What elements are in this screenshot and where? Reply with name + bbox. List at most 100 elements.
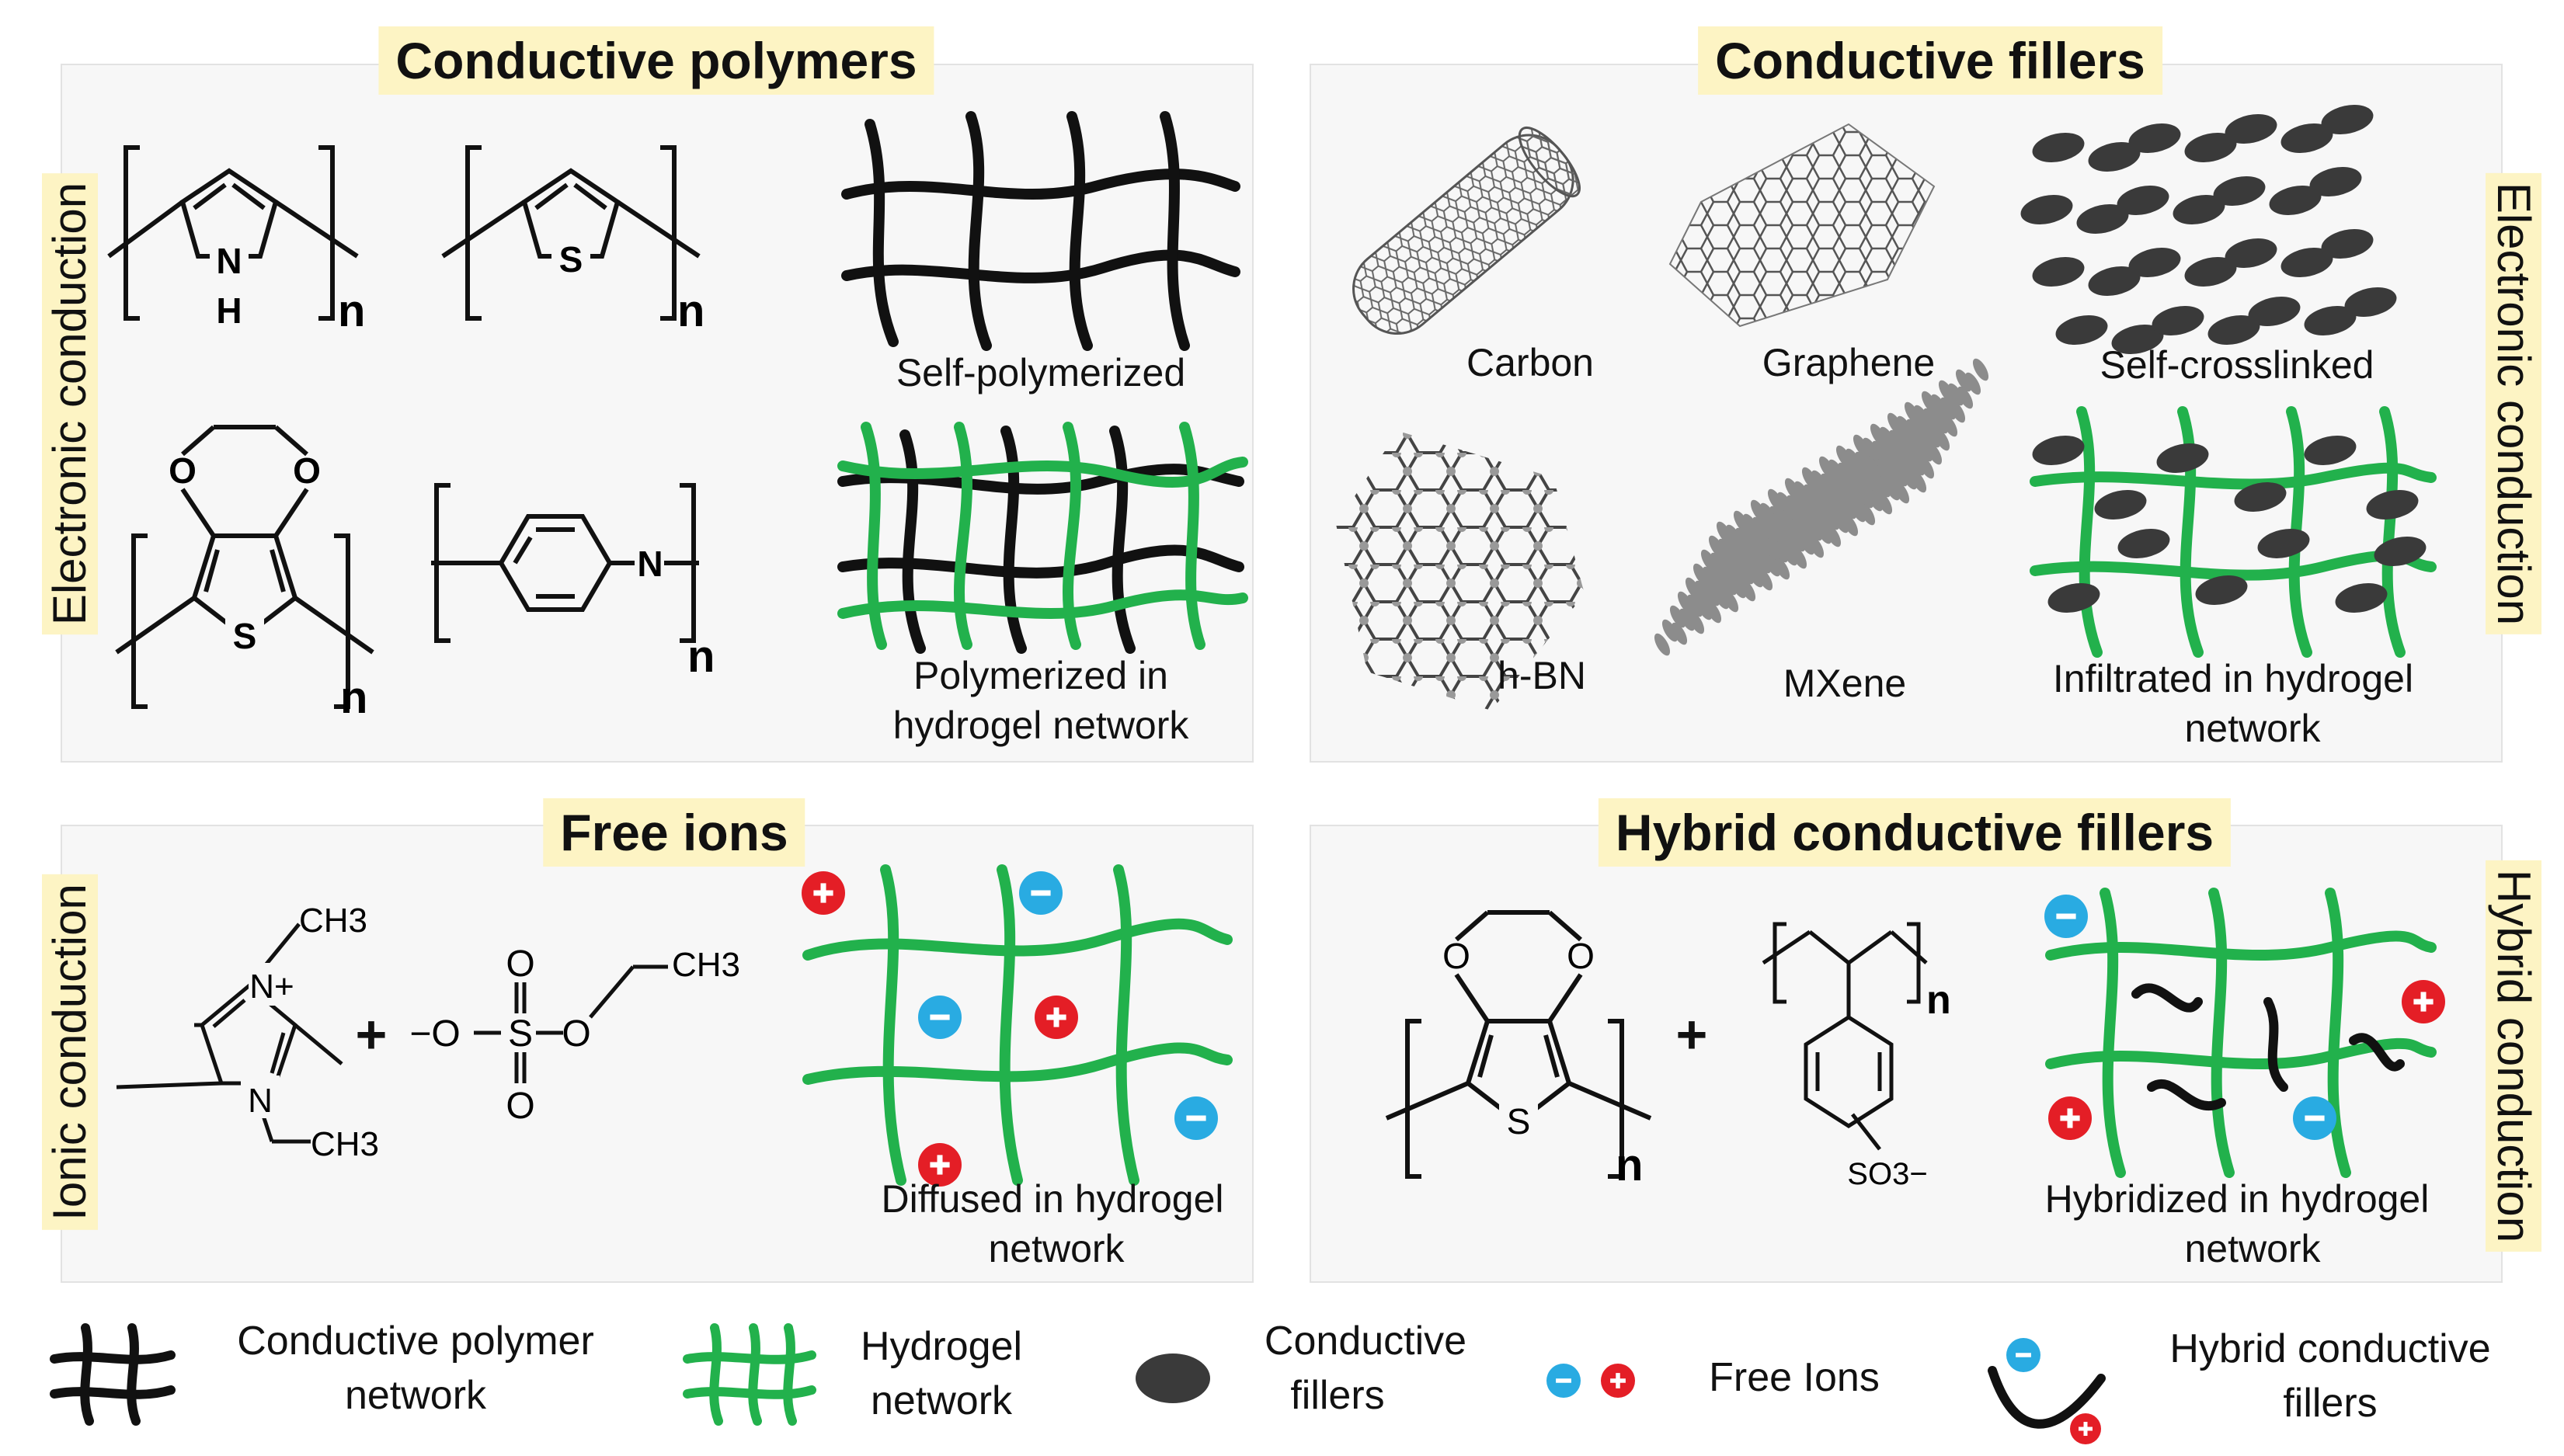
mxene-flake bbox=[1717, 538, 1734, 561]
mxene-flake bbox=[1770, 523, 1787, 546]
mxene-flake bbox=[1803, 484, 1820, 507]
filler-particle bbox=[2047, 583, 2100, 613]
mxene-flake bbox=[1781, 543, 1798, 566]
mxene-flake bbox=[1932, 411, 1949, 434]
mxene-flake bbox=[1870, 423, 1887, 447]
hybridized-network bbox=[2044, 888, 2445, 1178]
mxene-flake bbox=[1686, 594, 1703, 617]
mxene-flake bbox=[1820, 473, 1837, 496]
anion-icon bbox=[1019, 871, 1063, 915]
mxene-flake bbox=[1806, 518, 1823, 541]
filler-particle bbox=[2128, 123, 2181, 153]
mxene-flake bbox=[1720, 572, 1738, 596]
filler-particle bbox=[2156, 443, 2209, 473]
pss-structure: n SO3− bbox=[1762, 922, 1951, 1191]
mxene-flake bbox=[1829, 476, 1846, 499]
plus-sign: + bbox=[1675, 1004, 1708, 1065]
mxene-flake bbox=[1736, 544, 1753, 568]
cation-icon bbox=[1035, 996, 1078, 1039]
side-label-ionic: Ionic conduction bbox=[42, 874, 98, 1230]
mxene-flake bbox=[1921, 391, 1938, 414]
anion-icon bbox=[2006, 1338, 2040, 1372]
legend-hydrogel-label-1: Hydrogel bbox=[860, 1324, 1023, 1369]
mxene-flake bbox=[1859, 502, 1876, 526]
mxene-flake bbox=[1693, 563, 1710, 586]
polyaniline-structure: N n bbox=[431, 483, 715, 682]
repeat-index: n bbox=[687, 631, 715, 682]
filler-particle bbox=[2321, 105, 2374, 134]
mxene-flake bbox=[1787, 512, 1804, 535]
legend-cp-label-1: Conductive polymer bbox=[237, 1319, 594, 1364]
panel-title-hybrid-fillers: Hybrid conductive fillers bbox=[1598, 798, 2232, 867]
self-crosslinked-fillers bbox=[2020, 105, 2397, 354]
caption-diffused-network: network bbox=[988, 1227, 1125, 1270]
legend-filler-label-1: Conductive bbox=[1264, 1319, 1467, 1364]
mxene-flake bbox=[1857, 485, 1874, 509]
mxene-flake bbox=[1871, 440, 1888, 464]
mxene-flake bbox=[1811, 470, 1828, 493]
caption-self-crosslinked: Self-crosslinked bbox=[2100, 343, 2374, 387]
mxene-flake bbox=[1797, 515, 1814, 538]
mxene-flake bbox=[1762, 537, 1779, 560]
mxene-flake bbox=[1846, 465, 1863, 488]
mxene-flake bbox=[1922, 408, 1940, 431]
filler-particle bbox=[2225, 238, 2277, 268]
mxene-flake bbox=[1854, 451, 1871, 474]
caption-mxene: MXene bbox=[1783, 662, 1907, 705]
pedot-structure: O O S n bbox=[115, 425, 374, 723]
mxene-flake bbox=[1685, 577, 1702, 600]
mxene-flake bbox=[1835, 445, 1853, 468]
legend-hydrogel-label-2: network bbox=[870, 1378, 1013, 1423]
mxene-flake bbox=[1786, 495, 1803, 518]
mxene-flake bbox=[1823, 507, 1840, 530]
atom-label: O bbox=[169, 450, 197, 491]
mxene-flake bbox=[1972, 358, 1989, 381]
atom-label: S bbox=[233, 616, 257, 656]
filler-particle bbox=[2207, 315, 2260, 345]
plus-sign: + bbox=[355, 1004, 388, 1065]
mxene-flake bbox=[1891, 464, 1908, 487]
atom-label: CH3 bbox=[311, 1125, 379, 1163]
mxene-flake bbox=[1755, 551, 1772, 574]
mxene-flake bbox=[1756, 568, 1773, 591]
caption-hydrogel-network: hydrogel network bbox=[892, 704, 1189, 747]
mxene-flake bbox=[1734, 527, 1752, 551]
side-label-electronic-left: Electronic conduction bbox=[42, 172, 98, 635]
atom-label: N+ bbox=[249, 968, 294, 1006]
mxene-flake bbox=[1807, 535, 1825, 558]
anion-icon bbox=[1174, 1096, 1218, 1140]
mxene-flake bbox=[1896, 415, 1913, 439]
mxene-flake bbox=[1862, 437, 1879, 460]
mxene-flake bbox=[1688, 611, 1705, 634]
atom-label: O bbox=[562, 1013, 590, 1055]
h-bn-sheet bbox=[1336, 431, 1585, 711]
caption-h-bn: h-BN bbox=[1498, 654, 1586, 697]
mxene-flake bbox=[1739, 579, 1756, 602]
diffused-ions-network bbox=[802, 864, 1233, 1187]
mxene-flake bbox=[1821, 490, 1839, 513]
filler-particle bbox=[2055, 315, 2108, 345]
caption-infiltrated: Infiltrated in hydrogel bbox=[2052, 657, 2414, 700]
filler-particle bbox=[2117, 186, 2169, 215]
legend-hybrid-label-1: Hybrid conductive bbox=[2169, 1326, 2491, 1371]
mxene-flake bbox=[1747, 565, 1764, 588]
atom-label: S bbox=[508, 1013, 533, 1055]
mxene-flake bbox=[1744, 530, 1761, 554]
mxene-flake bbox=[1778, 509, 1795, 532]
filler-particle bbox=[2173, 195, 2225, 224]
legend-cp-network-icon bbox=[50, 1323, 176, 1426]
mxene-flake bbox=[1703, 583, 1720, 606]
mxene-flake bbox=[1901, 467, 1918, 490]
mxene-flake bbox=[1776, 492, 1793, 515]
mxene-flake bbox=[1742, 513, 1759, 537]
panel-title-conductive-fillers: Conductive fillers bbox=[1698, 26, 2162, 95]
filler-particle bbox=[2111, 325, 2164, 354]
filler-particle bbox=[2344, 287, 2397, 317]
mxene-flake bbox=[1767, 488, 1784, 512]
mxene-flake bbox=[1908, 453, 1926, 476]
mxene-flake bbox=[1890, 447, 1907, 470]
mxene-flake bbox=[1795, 498, 1812, 521]
atom-label: N bbox=[248, 1082, 273, 1120]
mxene-flake bbox=[1814, 504, 1831, 527]
self-polymerized-network bbox=[841, 111, 1240, 351]
